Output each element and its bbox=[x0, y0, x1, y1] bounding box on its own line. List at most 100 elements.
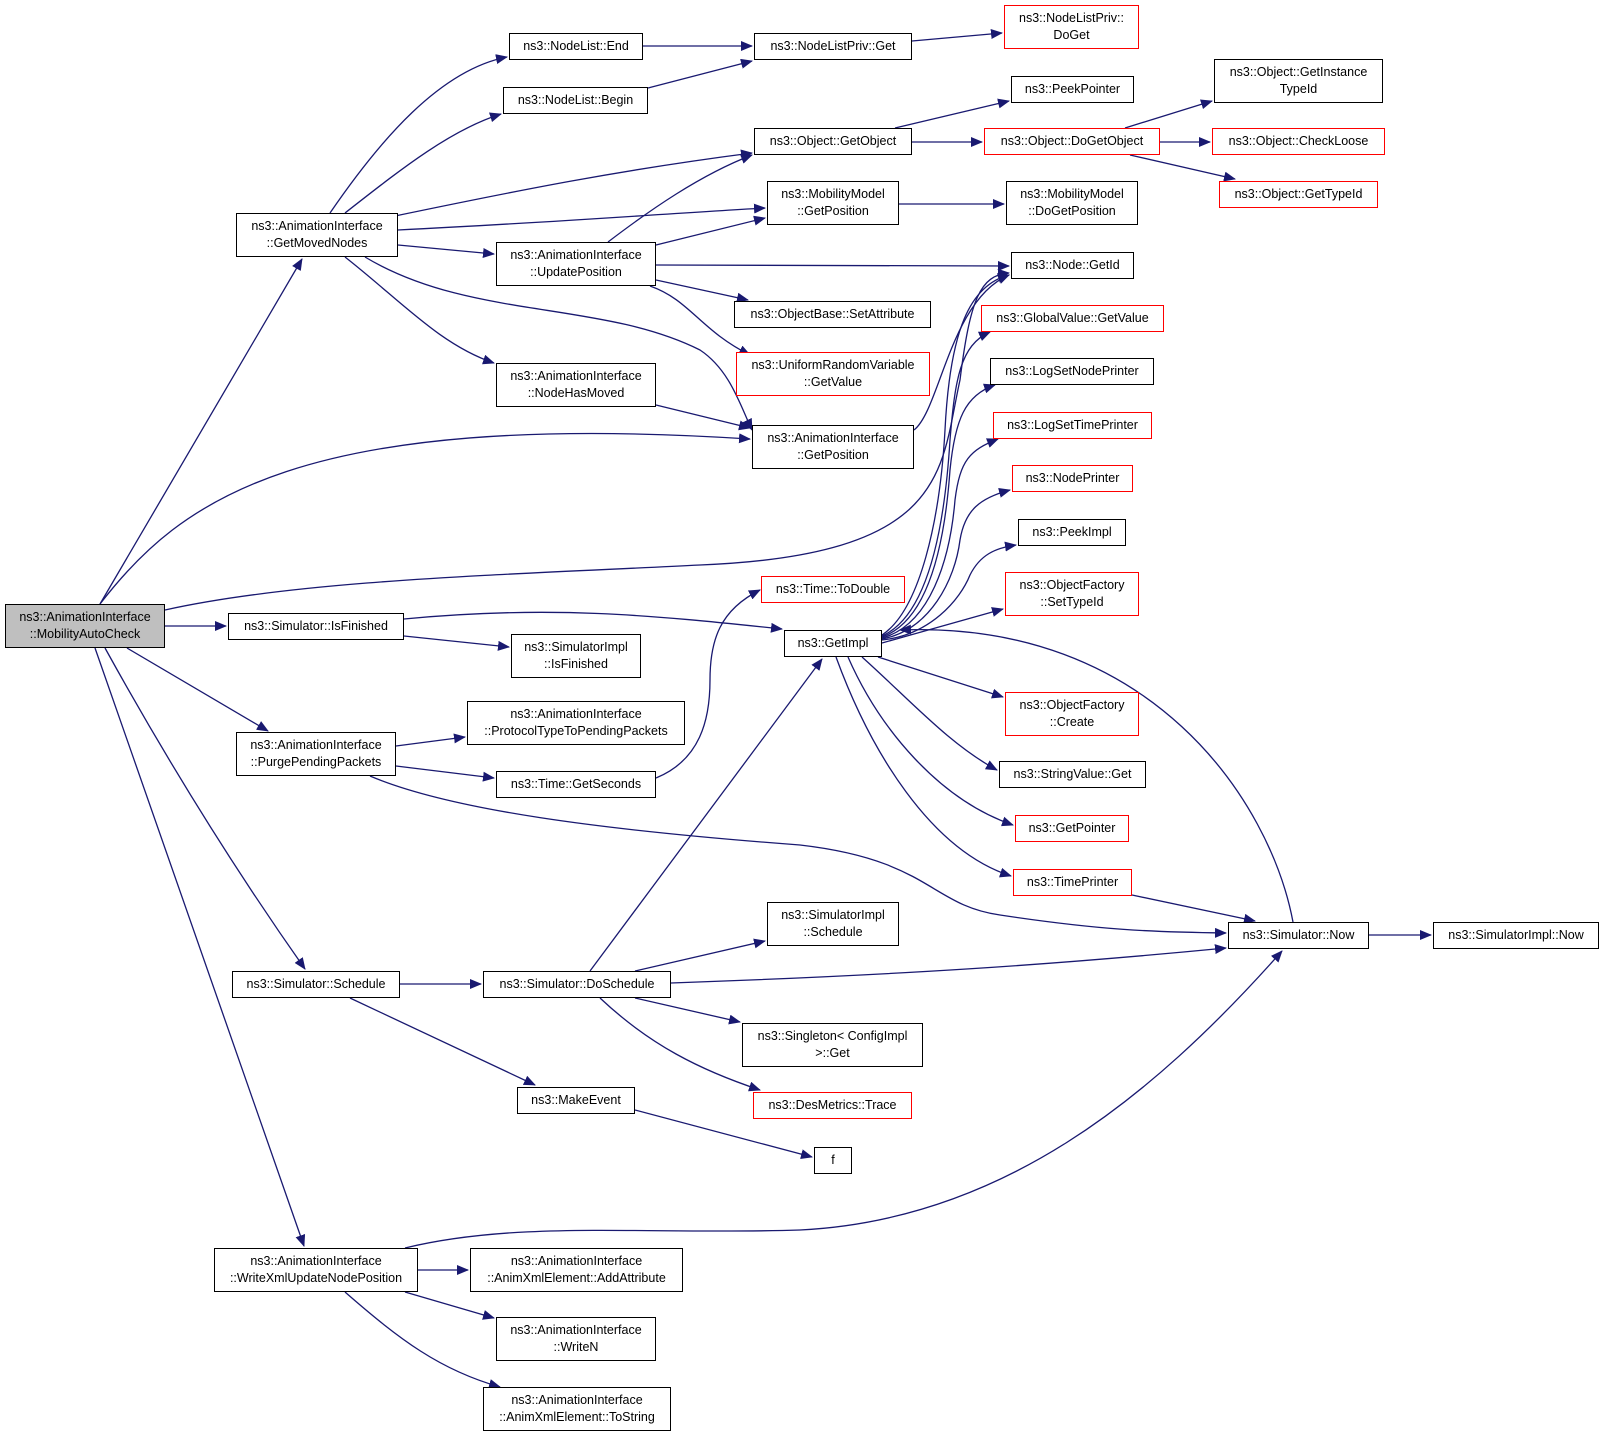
node-label-line: ::WriteN bbox=[553, 1340, 599, 1354]
edge-schedule-makeEvent bbox=[349, 997, 536, 1086]
node-label-line: ns3::NodeListPriv::Get bbox=[770, 39, 896, 53]
node-label-line: ::PurgePendingPackets bbox=[250, 755, 382, 769]
edge-root-writeXml bbox=[94, 647, 306, 1247]
node-label-line: DoGet bbox=[1053, 28, 1090, 42]
edge-root-schedule bbox=[104, 647, 306, 970]
node-getTypeId[interactable]: ns3::Object::GetTypeId bbox=[1219, 181, 1378, 208]
node-logTime[interactable]: ns3::LogSetTimePrinter bbox=[993, 412, 1152, 439]
node-simNow[interactable]: ns3::Simulator::Now bbox=[1228, 922, 1369, 949]
node-writeN[interactable]: ns3::AnimationInterface::WriteN bbox=[496, 1317, 656, 1361]
node-label-line: ns3::Time::GetSeconds bbox=[510, 777, 642, 791]
node-label-line: ns3::MobilityModel bbox=[1020, 187, 1124, 201]
node-setAttr[interactable]: ns3::ObjectBase::SetAttribute bbox=[734, 301, 931, 328]
node-label-line: ns3::DesMetrics::Trace bbox=[768, 1098, 897, 1112]
edge-doSchedule-getImpl bbox=[589, 658, 823, 972]
node-label-line: ns3::Node::GetId bbox=[1025, 258, 1120, 272]
node-simImplSchedule[interactable]: ns3::SimulatorImpl::Schedule bbox=[767, 902, 899, 946]
node-isFinished[interactable]: ns3::Simulator::IsFinished bbox=[228, 613, 404, 640]
edge-simNow-getImpl bbox=[899, 624, 1294, 923]
node-getMovedNodes[interactable]: ns3::AnimationInterface::GetMovedNodes bbox=[236, 213, 398, 257]
node-label-line: ns3::AnimationInterface bbox=[510, 248, 642, 262]
node-label-line: ns3::NodeList::End bbox=[523, 39, 629, 53]
node-label-line: ns3::AnimationInterface bbox=[510, 369, 642, 383]
node-label-line: TypeId bbox=[1279, 82, 1318, 96]
node-label-line: ::WriteXmlUpdateNodePosition bbox=[229, 1271, 403, 1285]
node-peekPointer[interactable]: ns3::PeekPointer bbox=[1011, 76, 1134, 103]
edge-gmn-mmGetPos bbox=[397, 203, 766, 231]
node-logNode[interactable]: ns3::LogSetNodePrinter bbox=[990, 358, 1154, 385]
node-simImplNow[interactable]: ns3::SimulatorImpl::Now bbox=[1433, 922, 1599, 949]
node-aiGetPos[interactable]: ns3::AnimationInterface::GetPosition bbox=[752, 425, 914, 469]
node-nodeHasMoved[interactable]: ns3::AnimationInterface::NodeHasMoved bbox=[496, 363, 656, 407]
edge-timePrinter-simNow bbox=[1131, 894, 1256, 924]
node-nlBegin[interactable]: ns3::NodeList::Begin bbox=[503, 87, 648, 114]
node-label-line: ns3::NodeListPriv:: bbox=[1019, 11, 1124, 25]
node-peekImpl[interactable]: ns3::PeekImpl bbox=[1018, 519, 1126, 546]
node-mmGetPos[interactable]: ns3::MobilityModel::GetPosition bbox=[767, 181, 899, 225]
node-schedule[interactable]: ns3::Simulator::Schedule bbox=[232, 971, 400, 998]
node-doGetObject[interactable]: ns3::Object::DoGetObject bbox=[984, 128, 1160, 155]
node-nlpDoGet[interactable]: ns3::NodeListPriv::DoGet bbox=[1004, 5, 1139, 49]
node-label-line: ns3::SimulatorImpl bbox=[524, 640, 628, 654]
node-label-line: ::AnimXmlElement::ToString bbox=[499, 1410, 655, 1424]
node-label-line: ::UpdatePosition bbox=[530, 265, 622, 279]
edge-purge-simNow bbox=[369, 775, 1227, 938]
node-label-line: ns3::Singleton< ConfigImpl bbox=[757, 1029, 908, 1043]
node-getPointer[interactable]: ns3::GetPointer bbox=[1015, 815, 1129, 842]
node-checkLoose[interactable]: ns3::Object::CheckLoose bbox=[1212, 128, 1385, 155]
node-label-line: ::GetValue bbox=[803, 375, 863, 389]
edge-getImpl-gvGetValue bbox=[881, 331, 991, 637]
node-label-line: ns3::NodePrinter bbox=[1025, 471, 1120, 485]
node-writeXml[interactable]: ns3::AnimationInterface::WriteXmlUpdateN… bbox=[214, 1248, 418, 1292]
node-doSchedule[interactable]: ns3::Simulator::DoSchedule bbox=[483, 971, 671, 998]
node-timePrinter[interactable]: ns3::TimePrinter bbox=[1013, 869, 1132, 896]
node-label-line: ns3::Object::GetTypeId bbox=[1234, 187, 1363, 201]
node-nlEnd[interactable]: ns3::NodeList::End bbox=[509, 33, 643, 60]
node-desTrace[interactable]: ns3::DesMetrics::Trace bbox=[753, 1092, 912, 1119]
node-label-line: ns3::PeekImpl bbox=[1032, 525, 1112, 539]
node-label-line: ns3::AnimationInterface bbox=[250, 1254, 382, 1268]
node-protoType[interactable]: ns3::AnimationInterface::ProtocolTypeToP… bbox=[467, 701, 685, 745]
node-label-line: ns3::Object::DoGetObject bbox=[1000, 134, 1144, 148]
node-ofCreate[interactable]: ns3::ObjectFactory::Create bbox=[1005, 692, 1139, 736]
edge-getImpl-timePrinter bbox=[835, 656, 1012, 878]
node-label-line: ns3::StringValue::Get bbox=[1013, 767, 1132, 781]
node-getSeconds[interactable]: ns3::Time::GetSeconds bbox=[496, 771, 656, 798]
node-nodeGetId[interactable]: ns3::Node::GetId bbox=[1011, 252, 1134, 279]
edge-purge-protoType bbox=[395, 733, 466, 747]
node-label-line: ns3::Simulator::Schedule bbox=[246, 977, 386, 991]
edge-writeXml-simNow bbox=[404, 950, 1283, 1249]
node-makeEvent[interactable]: ns3::MakeEvent bbox=[517, 1087, 635, 1114]
node-root: ns3::AnimationInterface::MobilityAutoChe… bbox=[5, 604, 165, 648]
node-label-line: ns3::UniformRandomVariable bbox=[751, 358, 915, 372]
node-updatePos[interactable]: ns3::AnimationInterface::UpdatePosition bbox=[496, 242, 656, 286]
node-ofSetTypeId[interactable]: ns3::ObjectFactory::SetTypeId bbox=[1005, 572, 1139, 616]
node-label-line: ns3::GlobalValue::GetValue bbox=[996, 311, 1149, 325]
node-toDouble[interactable]: ns3::Time::ToDouble bbox=[761, 576, 905, 603]
node-f[interactable]: f bbox=[814, 1147, 852, 1174]
edge-root-getMovedNodes bbox=[99, 258, 303, 605]
edge-root-purge bbox=[126, 647, 269, 732]
node-nlpGet[interactable]: ns3::NodeListPriv::Get bbox=[754, 33, 912, 60]
edge-getImpl-nodePrinter bbox=[881, 488, 1011, 640]
edge-getImpl-ofSetTypeId bbox=[881, 607, 1004, 644]
node-label-line: ::Create bbox=[1049, 715, 1095, 729]
edge-makeEvent-f bbox=[634, 1109, 813, 1160]
node-addAttr[interactable]: ns3::AnimationInterface::AnimXmlElement:… bbox=[470, 1248, 683, 1292]
node-toString[interactable]: ns3::AnimationInterface::AnimXmlElement:… bbox=[483, 1387, 671, 1431]
node-singleton[interactable]: ns3::Singleton< ConfigImpl>::Get bbox=[742, 1023, 923, 1067]
node-getImpl[interactable]: ns3::GetImpl bbox=[784, 630, 882, 657]
node-purge[interactable]: ns3::AnimationInterface::PurgePendingPac… bbox=[236, 732, 396, 776]
edge-root-aiGetPos bbox=[99, 432, 751, 605]
node-svGet[interactable]: ns3::StringValue::Get bbox=[999, 761, 1146, 788]
node-mmDoGetPos[interactable]: ns3::MobilityModel::DoGetPosition bbox=[1006, 181, 1138, 225]
node-label-line: ::AnimXmlElement::AddAttribute bbox=[487, 1271, 666, 1285]
node-simImplIsFinished[interactable]: ns3::SimulatorImpl::IsFinished bbox=[511, 634, 641, 678]
node-objGetObject[interactable]: ns3::Object::GetObject bbox=[754, 128, 912, 155]
node-label-line: ns3::ObjectFactory bbox=[1019, 578, 1125, 592]
node-urvGetValue[interactable]: ns3::UniformRandomVariable::GetValue bbox=[736, 352, 930, 396]
node-nodePrinter[interactable]: ns3::NodePrinter bbox=[1012, 465, 1133, 492]
node-gvGetValue[interactable]: ns3::GlobalValue::GetValue bbox=[981, 305, 1164, 332]
node-label-line: ns3::ObjectBase::SetAttribute bbox=[750, 307, 915, 321]
